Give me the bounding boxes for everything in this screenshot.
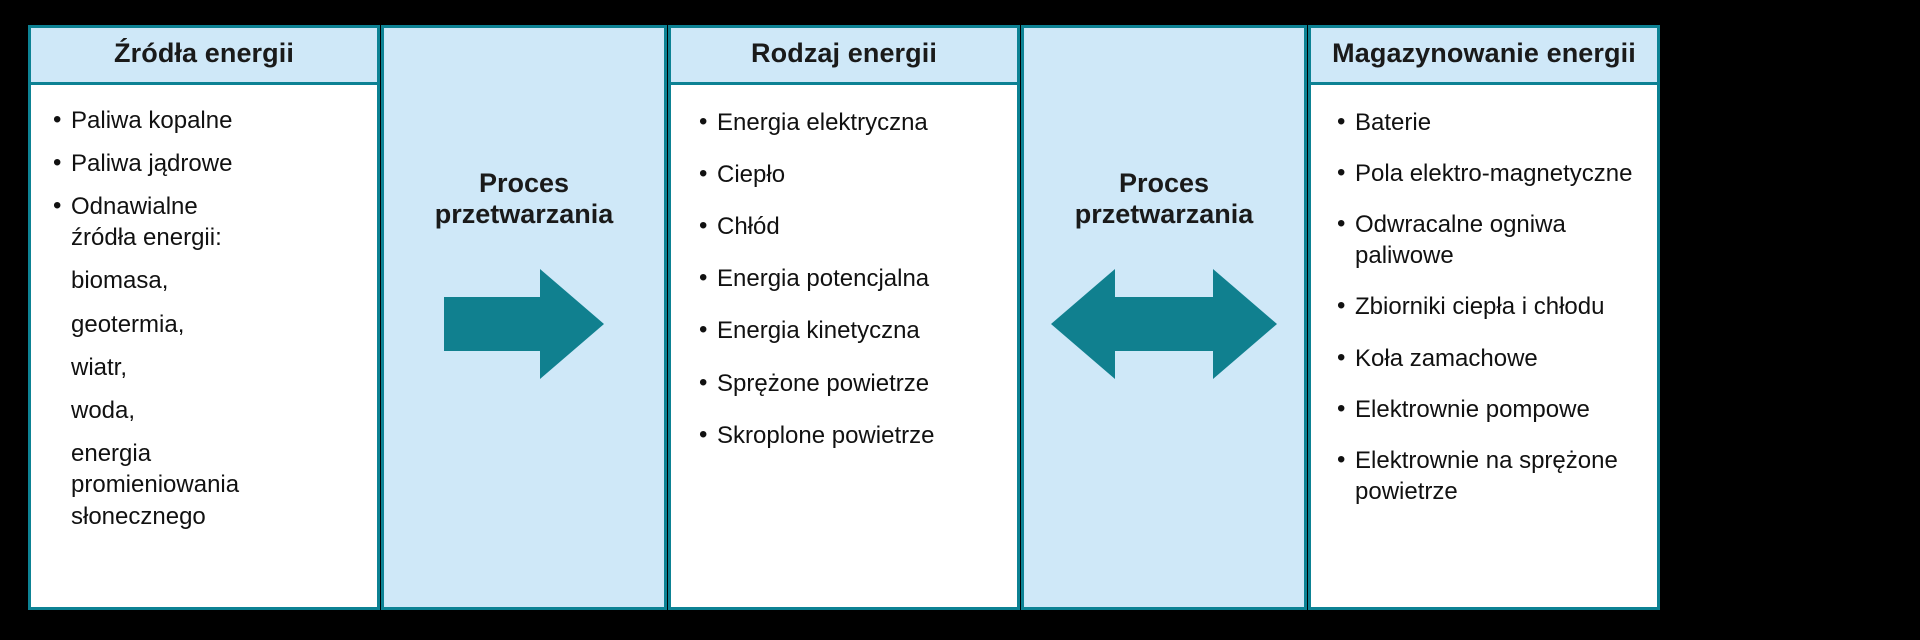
arrow-left-right-icon <box>1051 268 1277 379</box>
list-item: Elektrownie na sprężone powietrze <box>1337 444 1643 507</box>
list-item: Zbiorniki ciepła i chłodu <box>1337 290 1643 322</box>
list-item: Chłód <box>699 210 1003 242</box>
process-label: Proces przetwarzania <box>434 168 614 230</box>
panel-gap <box>667 25 668 610</box>
list-item: Elektrownie pompowe <box>1337 393 1643 425</box>
arrow-right-icon <box>444 268 604 379</box>
panel-gap <box>380 25 381 610</box>
process-panel-conversion-2: Proces przetwarzania <box>1021 25 1307 610</box>
list-item: Skroplone powietrze <box>699 419 1003 451</box>
energy-types-list: Energia elektryczna Ciepło Chłód Energia… <box>699 106 1003 451</box>
column-energy-sources: Źródła energii Paliwa kopalne Paliwa jąd… <box>28 25 380 610</box>
column-energy-types: Rodzaj energii Energia elektryczna Ciepł… <box>668 25 1020 610</box>
list-item: Energia kinetyczna <box>699 314 1003 346</box>
list-item: wiatr, <box>71 353 128 381</box>
list-item: Paliwa kopalne <box>53 104 363 136</box>
column-header-energy-storage: Magazynowanie energii <box>1311 28 1657 85</box>
list-item: biomasa, <box>71 267 169 295</box>
list-item: Energia potencjalna <box>699 262 1003 294</box>
column-body-energy-storage: Baterie Pola elektro-magnetyczne Odwraca… <box>1311 84 1657 607</box>
column-header-energy-sources: Źródła energii <box>31 28 377 85</box>
list-item: Odnawialne źródła energii: <box>53 190 363 253</box>
energy-flow-diagram: Źródła energii Paliwa kopalne Paliwa jąd… <box>28 25 1892 610</box>
list-item: Baterie <box>1337 106 1643 138</box>
column-body-energy-sources: Paliwa kopalne Paliwa jądrowe Odnawialne… <box>31 84 377 607</box>
column-body-energy-types: Energia elektryczna Ciepło Chłód Energia… <box>671 84 1017 607</box>
list-item: Odwracalne ogniwa paliwowe <box>1337 208 1643 271</box>
energy-sources-list: Paliwa kopalne Paliwa jądrowe Odnawialne… <box>53 104 363 532</box>
list-item: woda, <box>71 397 136 424</box>
process-label: Proces przetwarzania <box>1074 168 1254 230</box>
list-item: Energia elektryczna <box>699 106 1003 138</box>
panel-gap <box>1307 25 1308 610</box>
list-item: geotermia, <box>71 310 185 338</box>
list-item: Ciepło <box>699 158 1003 190</box>
column-energy-storage: Magazynowanie energii Baterie Pola elekt… <box>1308 25 1660 610</box>
list-item: Paliwa jądrowe <box>53 147 363 179</box>
process-panel-conversion-1: Proces przetwarzania <box>381 25 667 610</box>
energy-storage-list: Baterie Pola elektro-magnetyczne Odwraca… <box>1337 106 1643 508</box>
list-item: Sprężone powietrze <box>699 367 1003 399</box>
column-header-energy-types: Rodzaj energii <box>671 28 1017 85</box>
panel-gap <box>1020 25 1021 610</box>
list-item: energia promieniowania słonecznego <box>71 440 240 530</box>
list-item: Pola elektro-magnetyczne <box>1337 157 1643 189</box>
list-item: Koła zamachowe <box>1337 342 1643 374</box>
